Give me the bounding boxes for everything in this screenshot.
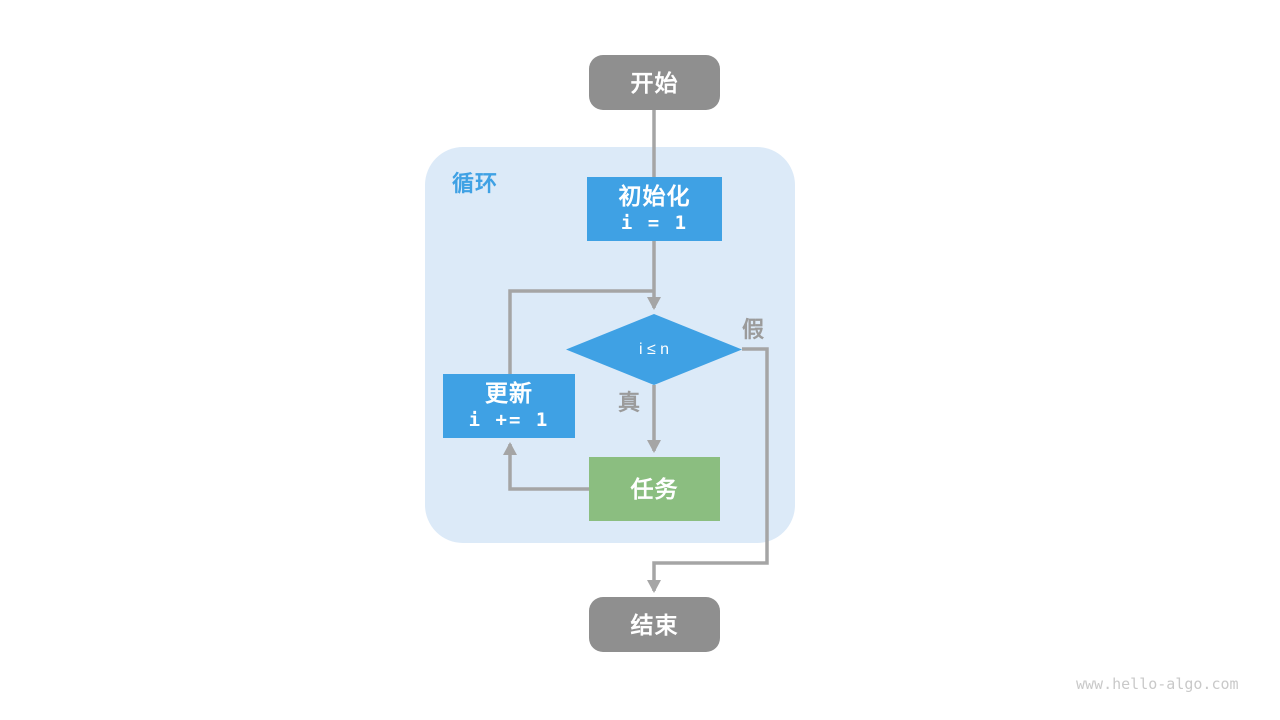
end-node-label: 结束 [630,611,679,638]
true-edge-label: 真 [618,390,642,415]
condition-node-code: i ≤ n [638,340,670,358]
false-edge-label: 假 [742,317,766,342]
start-node-label: 开始 [630,69,679,96]
start-node: 开始 [589,55,720,110]
update-node: 更新 i += 1 [443,374,575,438]
task-node: 任务 [589,457,720,521]
update-node-title: 更新 [485,380,533,406]
loop-label: 循环 [452,171,499,196]
update-node-code: i += 1 [468,409,550,431]
edge-task-to-update [503,442,589,491]
end-node: 结束 [589,597,720,652]
init-node-code: i = 1 [620,212,689,234]
init-node-title: 初始化 [618,183,691,209]
edge-loopback-update-to-cond [508,289,654,375]
init-node: 初始化 i = 1 [587,177,722,241]
task-node-label: 任务 [630,476,679,502]
watermark-text: www.hello-algo.com [1076,675,1239,693]
edge-cond-to-end [647,347,769,593]
